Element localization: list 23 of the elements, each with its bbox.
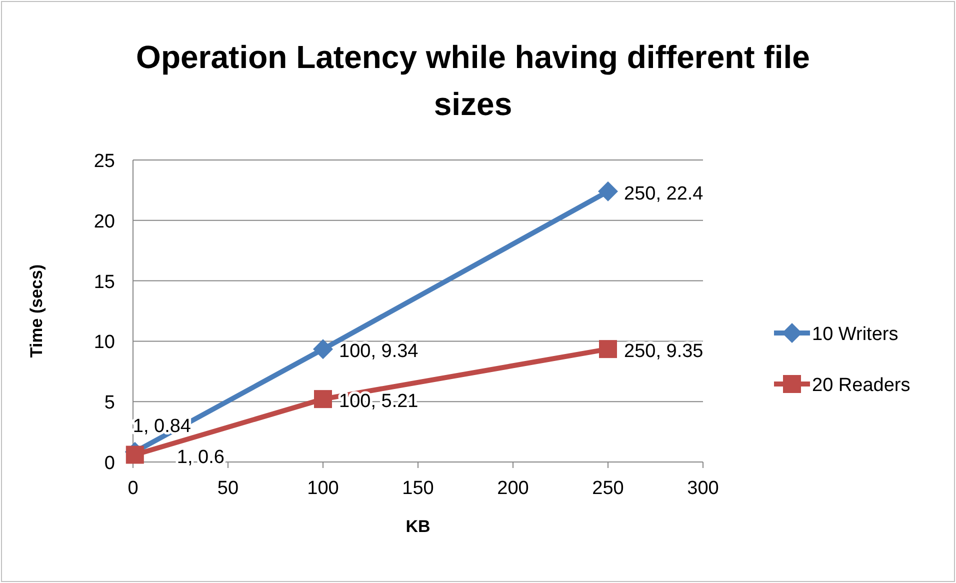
data-label: 250, 22.4 (624, 183, 704, 204)
tick-label: 150 (402, 478, 434, 499)
tick-label: 10 (94, 332, 115, 354)
tick-label: 0 (128, 478, 138, 499)
tick-label: 50 (217, 478, 239, 499)
tick-label: 20 (94, 211, 115, 232)
axis-title: Time (secs) (27, 264, 46, 358)
tick-label: 100 (307, 478, 339, 499)
tick-label: 25 (94, 151, 115, 172)
tick-label: 200 (497, 478, 529, 499)
data-label: 250, 9.35 (624, 341, 704, 362)
tick-label: 15 (94, 272, 115, 293)
data-label: 100, 9.34 (339, 341, 418, 362)
legend-label: 20 Readers (812, 375, 910, 396)
tick-label: 300 (687, 478, 719, 499)
axis-title: KB (406, 517, 430, 536)
data-label: 100, 5.21 (339, 391, 418, 412)
legend-label: 10 Writers (812, 324, 898, 345)
tick-label: 250 (592, 478, 624, 499)
chart-title: Operation Latency while having different file sizes (136, 39, 810, 122)
tick-label: 0 (104, 453, 115, 474)
data-label: 1, 0.6 (176, 446, 224, 468)
tick-label: 5 (104, 392, 115, 414)
